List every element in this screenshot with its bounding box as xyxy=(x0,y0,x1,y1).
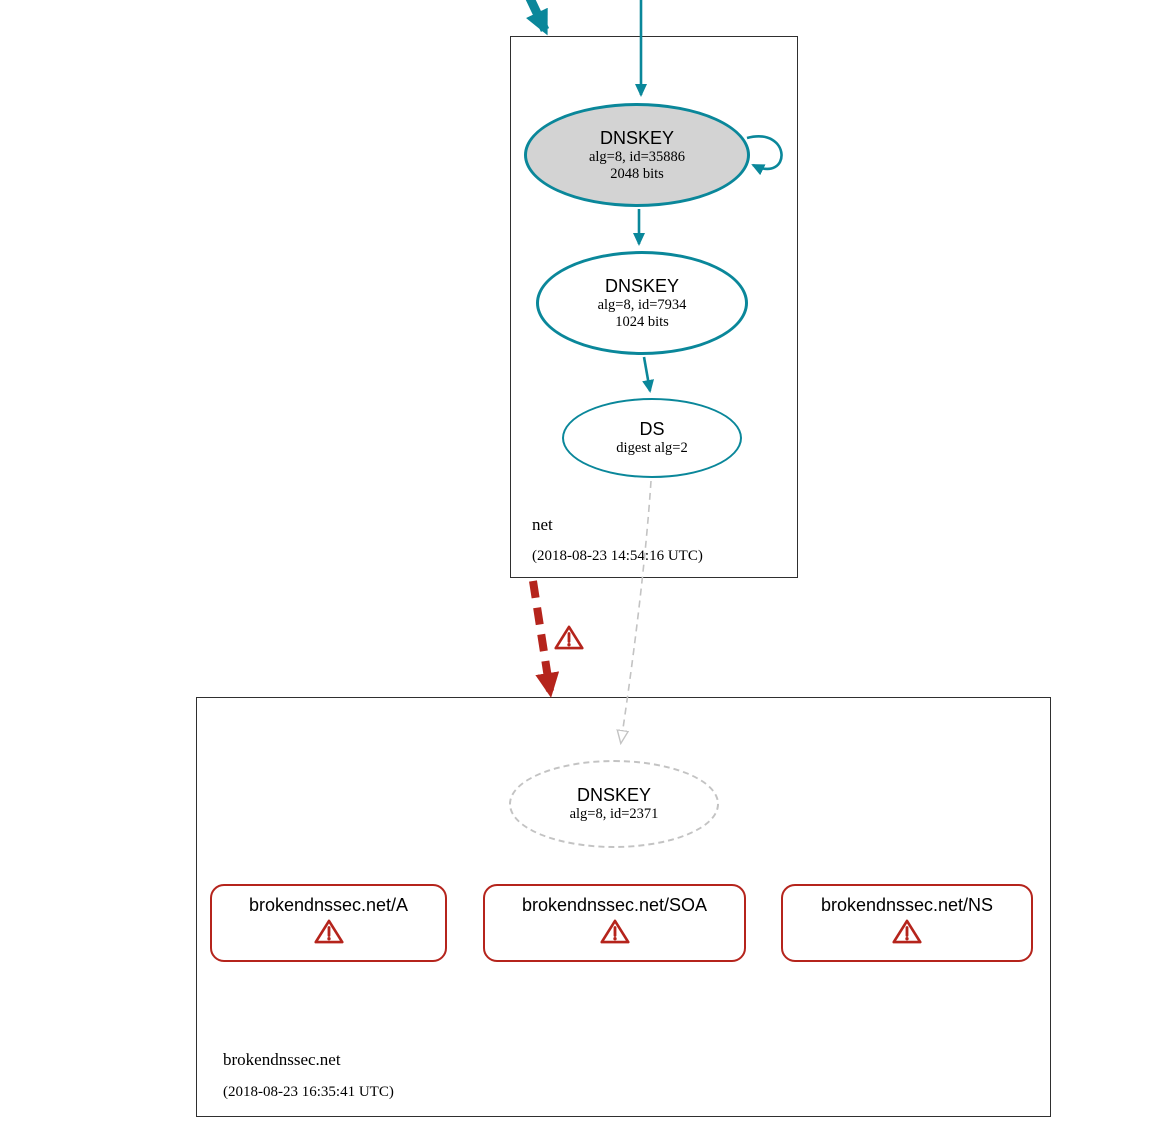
dnskey-child-node[interactable]: DNSKEY alg=8, id=2371 xyxy=(509,760,719,848)
node-label: DNSKEY xyxy=(604,275,680,296)
zone-name-net: net xyxy=(532,515,553,534)
node-detail: alg=8, id=7934 xyxy=(597,296,687,313)
dnskey-ksk-node[interactable]: DNSKEY alg=8, id=35886 2048 bits xyxy=(524,103,750,207)
edge-bogus-delegation xyxy=(529,580,560,698)
rrset-brokendnssec-soa[interactable]: brokendnssec.net/SOA xyxy=(483,884,746,962)
warning-icon xyxy=(313,918,344,945)
node-detail: digest alg=2 xyxy=(616,440,688,456)
rrset-label: brokendnssec.net/NS xyxy=(820,895,994,915)
node-detail: 1024 bits xyxy=(615,313,669,330)
warning-icon xyxy=(892,918,922,945)
warning-icon xyxy=(599,918,630,945)
warning-icon xyxy=(554,624,584,651)
node-detail: 2048 bits xyxy=(610,165,664,182)
node-label: DNSKEY xyxy=(599,127,675,148)
zone-timestamp-net: (2018-08-23 14:54:16 UTC) xyxy=(532,548,703,564)
rrset-label: brokendnssec.net/A xyxy=(248,895,409,915)
node-label: DS xyxy=(639,419,665,439)
rrset-label: brokendnssec.net/SOA xyxy=(521,895,708,915)
dnskey-zsk-node[interactable]: DNSKEY alg=8, id=7934 1024 bits xyxy=(536,251,748,355)
rrset-brokendnssec-a[interactable]: brokendnssec.net/A xyxy=(210,884,447,962)
node-detail: alg=8, id=2371 xyxy=(569,806,659,822)
zone-name-brokendnssec: brokendnssec.net xyxy=(223,1050,341,1069)
node-detail: alg=8, id=35886 xyxy=(588,148,686,165)
node-label: DNSKEY xyxy=(576,785,652,805)
ds-node[interactable]: DS digest alg=2 xyxy=(562,398,742,478)
rrset-brokendnssec-ns[interactable]: brokendnssec.net/NS xyxy=(781,884,1033,962)
edge-parent-delegation-secure xyxy=(525,0,550,36)
zone-timestamp-brokendnssec: (2018-08-23 16:35:41 UTC) xyxy=(223,1084,394,1100)
